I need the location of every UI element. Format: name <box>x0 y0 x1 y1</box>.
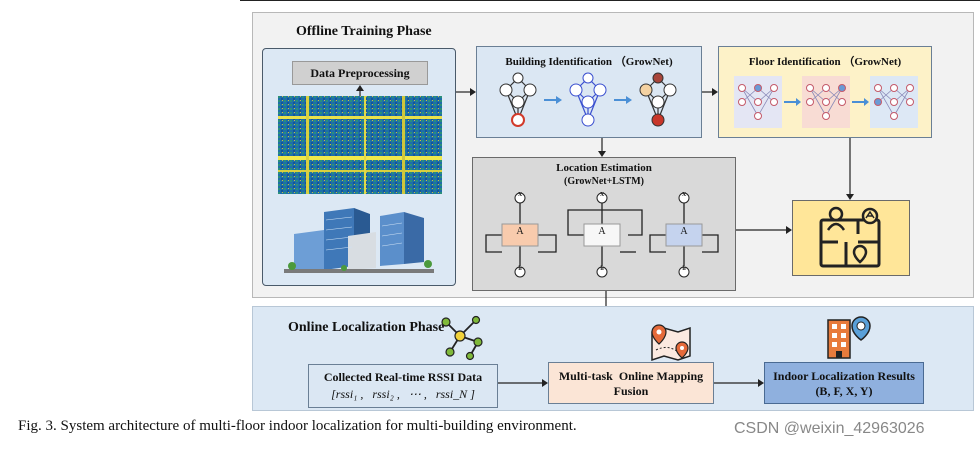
building-identification-title: Building Identification （GrowNet) <box>505 56 673 68</box>
rssi-vector: [rssi₁ , rssi₂ , ⋯ , rssi_N ] <box>331 387 475 401</box>
growbet-building-network-icon <box>499 72 677 127</box>
fusion-box <box>548 362 714 404</box>
lstm-cell-a-1: A <box>516 226 524 237</box>
results-subtitle: (B, F, X, Y) <box>815 384 873 398</box>
map-pin-icon <box>651 324 691 362</box>
lstm-chain-diagram <box>485 192 719 278</box>
rssi-data-title: Collected Real-time RSSI Data <box>323 370 483 384</box>
buildings-image <box>284 208 434 273</box>
fusion-title: Multi-task Online Mapping <box>558 369 704 383</box>
lstm-cell-a-3: A <box>680 226 688 237</box>
data-preprocessing-label: Data Preprocessing <box>292 61 428 85</box>
figure-caption: Fig. 3. System architecture of multi-flo… <box>18 418 577 434</box>
output-h-2: h <box>600 266 604 272</box>
building-location-icon <box>827 316 871 359</box>
rssi-data-box <box>308 364 498 408</box>
input-x-3: X <box>681 192 687 198</box>
results-box <box>764 362 924 404</box>
results-title: Indoor Localization Results <box>773 369 915 383</box>
output-h-3: h <box>682 266 686 272</box>
rssi-heatmap-image <box>278 96 442 194</box>
growbet-floor-network-icon <box>734 76 918 128</box>
online-phase-title: Online Localization Phase <box>288 320 445 335</box>
floor-plan-icon <box>819 206 881 268</box>
location-estimation-title: Location Estimation <box>556 162 652 174</box>
floor-identification-title: Floor Identification （GrowNet) <box>748 56 902 68</box>
location-estimation-subtitle: (GrowNet+LSTM) <box>564 176 644 187</box>
input-x-1: X <box>517 192 523 198</box>
csdn-watermark: CSDN @weixin_42963026 <box>734 420 925 437</box>
top-rule <box>240 0 980 1</box>
lstm-cell-a-2: A <box>598 226 606 237</box>
input-x-2: X <box>599 192 605 198</box>
offline-phase-title: Offline Training Phase <box>296 24 432 39</box>
floorplan-result-box <box>792 200 910 276</box>
output-h-1: h <box>518 266 522 272</box>
network-graph-icon <box>441 315 483 361</box>
fusion-subtitle: Fusion <box>613 384 649 398</box>
